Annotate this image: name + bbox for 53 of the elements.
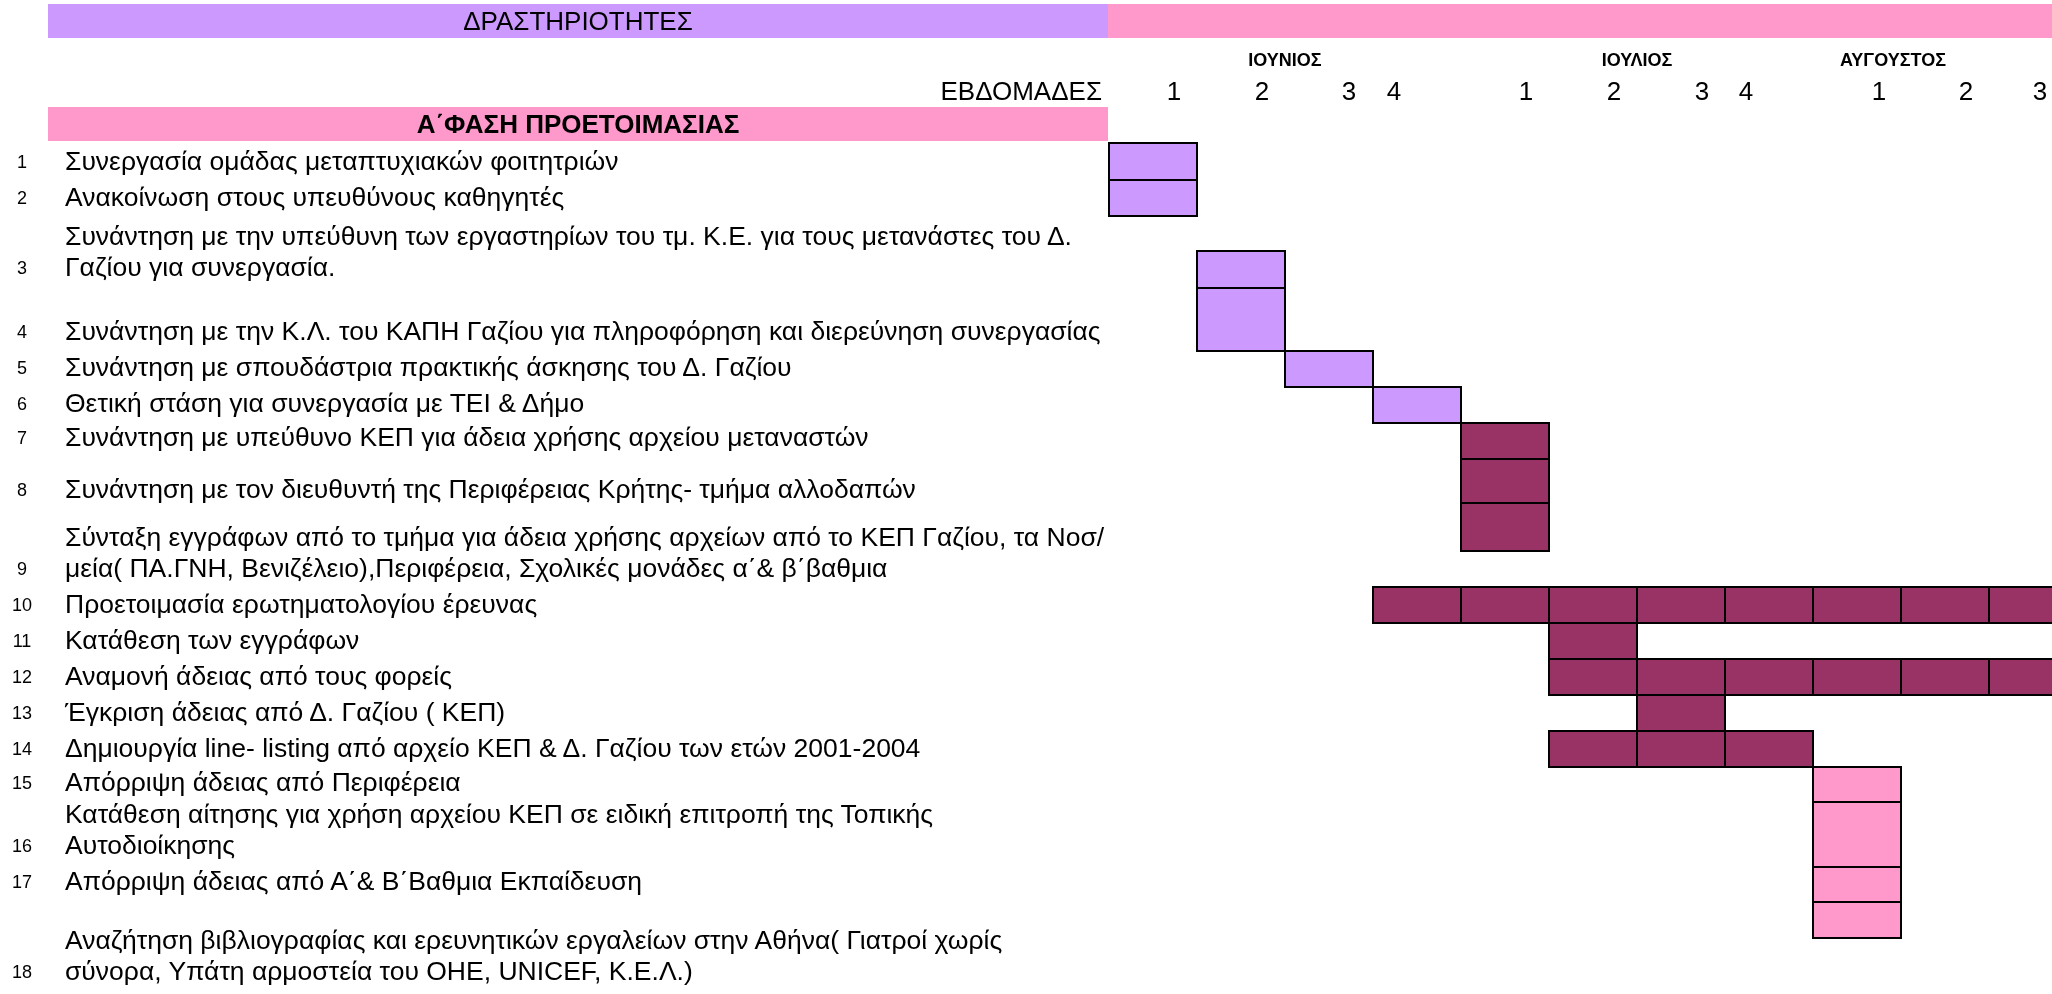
week-number: 2: [1957, 76, 1975, 106]
week-number: 1: [1165, 76, 1183, 106]
week-number: 2: [1253, 76, 1271, 106]
row-number: 9: [16, 558, 28, 581]
activity-text: Απόρριψη άδειας από Περιφέρεια: [65, 767, 462, 798]
week-number: 1: [1870, 76, 1888, 106]
week-number: 4: [1385, 76, 1403, 106]
row-number: 18: [11, 961, 33, 984]
activity-text: Θετική στάση για συνεργασία με ΤΕΙ & Δήμο: [65, 388, 586, 419]
activity-text: Συνάντηση με την Κ.Λ. του ΚΑΠΗ Γαζίου για πληροφόρηση και διερεύνηση συνεργασίας: [65, 316, 1102, 347]
column-header: ΔΡΑΣΤΗΡΙΟΤΗΤΕΣ: [48, 4, 1108, 38]
row-number: 4: [16, 321, 28, 344]
activity-text: Δημιουργία line- listing από αρχείο ΚΕΠ & Δ. Γαζίου των ετών 2001-2004: [65, 733, 922, 764]
activity-text: Συνάντηση με τον διευθυντή της Περιφέρειας Κρήτης- τμήμα αλλοδαπών: [65, 474, 917, 505]
activity-text: Συνάντηση με σπουδάστρια πρακτικής άσκησης του Δ. Γαζίου: [65, 352, 793, 383]
row-number: 12: [11, 666, 33, 689]
row-number: 5: [16, 357, 28, 380]
activity-text: Απόρριψη άδειας από Α΄& Β΄Βαθμια Εκπαίδευση: [65, 866, 643, 897]
activity-text: Συνεργασία ομάδας μεταπτυχιακών φοιτητριών: [65, 146, 620, 177]
activity-text: Σύνταξη εγγράφων από το τμήμα για άδεια χρήσης αρχείων από το ΚΕΠ Γαζίου, τα Νοσ/μεία( ΠΑ.ΓΝΗ, Βενιζέλειο),Περιφέρεια, Σχολικές μονάδες α΄& β΄βαθμια: [65, 522, 1105, 584]
month-label: ΙΟΥΝΙΟΣ: [1247, 49, 1323, 72]
row-number: 6: [16, 393, 28, 416]
phase-title: Α΄ΦΑΣΗ ΠΡΟΕΤΟΙΜΑΣΙΑΣ: [415, 108, 741, 141]
row-number: 11: [11, 630, 33, 653]
row-number: 13: [11, 702, 33, 725]
activity-text: Κατάθεση των εγγράφων: [65, 625, 361, 656]
row-number: 15: [11, 772, 33, 795]
week-number: 3: [1340, 76, 1358, 106]
row-number: 7: [16, 427, 28, 450]
week-number: 4: [1737, 76, 1755, 106]
activity-text: Συνάντηση με υπεύθυνο ΚΕΠ για άδεια χρήσης αρχείου μεταναστών: [65, 422, 870, 453]
row-number: 17: [11, 871, 33, 894]
row-number: 8: [16, 479, 28, 502]
week-number: 3: [1693, 76, 1711, 106]
activity-text: Ανακοίνωση στους υπευθύνους καθηγητές: [65, 182, 566, 213]
activity-text: Αναζήτηση βιβλιογραφίας και ερευνητικών εργαλείων στην Αθήνα( Γιατροί χωρίς σύνορα, Υπάτη αρμοστεία του ΟΗΕ, UNICEF, Κ.Ε.Λ.): [65, 925, 1004, 987]
month-label: ΑΥΓΟΥΣΤΟΣ: [1839, 49, 1947, 72]
activity-text: Κατάθεση αίτησης για χρήση αρχείου ΚΕΠ σε ειδική επιτροπή της Τοπικής Αυτοδιοίκησης: [65, 799, 935, 861]
row-number: 16: [11, 835, 33, 858]
month-label: ΙΟΥΛΙΟΣ: [1600, 49, 1674, 72]
row-number: 14: [11, 738, 33, 761]
week-number: 2: [1605, 76, 1623, 106]
row-number: 2: [16, 187, 28, 210]
activity-text: Προετοιμασία ερωτηματολογίου έρευνας: [65, 589, 539, 620]
row-number: 1: [16, 151, 28, 174]
activity-text: Συνάντηση με την υπεύθυνη των εργαστηρίων του τμ. Κ.Ε. για τους μετανάστες του Δ. Γαζίου για συνεργασία.: [65, 221, 1073, 283]
activity-text: Αναμονή άδειας από τους φορείς: [65, 661, 453, 692]
activity-text: Έγκριση άδειας από Δ. Γαζίου ( ΚΕΠ): [65, 697, 507, 728]
row-number: 10: [11, 594, 33, 617]
week-number: 1: [1517, 76, 1535, 106]
week-number: 3: [2031, 76, 2049, 106]
row-header: ΕΒΔΟΜΑΔΕΣ: [939, 76, 1102, 106]
row-number: 3: [16, 257, 28, 280]
